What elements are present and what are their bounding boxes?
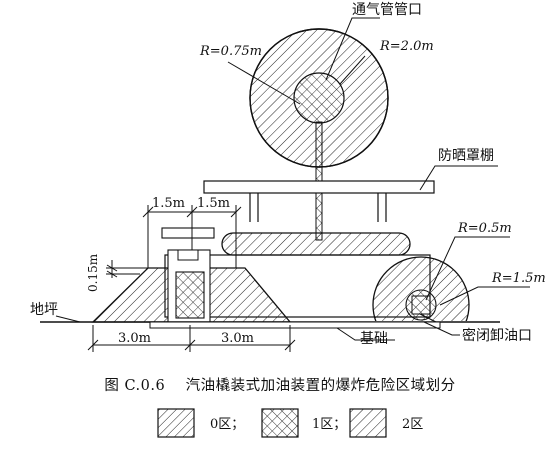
label-r-large: R=1.5m: [491, 271, 546, 286]
label-foundation: 基础: [360, 330, 388, 347]
sunshade-canopy: [203, 180, 435, 222]
figure-caption: 图 C.0.6 汽油橇装式加油装置的爆炸危险区域划分: [0, 374, 560, 395]
label-r-small: R=0.5m: [457, 221, 512, 236]
label-sealed-unload: 密闭卸油口: [462, 327, 532, 344]
foundation-slab: [149, 321, 441, 329]
label-dim-30a: 3.0m: [118, 331, 151, 346]
legend: 0区； 1区； 2区: [157, 408, 423, 438]
label-ground: 地坪: [30, 302, 58, 318]
dispenser-top: [161, 227, 215, 239]
label-dim-15b: 1.5m: [197, 196, 230, 211]
unload-zone-1-circle: [405, 289, 437, 321]
dimension-lines: [87, 205, 296, 352]
legend-zone2: 2区: [402, 417, 423, 432]
figure-number: 图 C.0.6: [104, 378, 166, 394]
legend-swatch-zone0: [157, 408, 195, 438]
legend-swatch-zone1: [261, 408, 299, 438]
leader-lines: [55, 17, 530, 341]
label-r-inner-top: R=0.75m: [199, 44, 262, 59]
legend-zone0: 0区；: [210, 417, 244, 432]
dispenser-display: [177, 249, 199, 261]
label-r-outer-top: R=2.0m: [379, 39, 434, 54]
figure-title: 汽油橇装式加油装置的爆炸危险区域划分: [185, 378, 456, 394]
label-dim-30b: 3.0m: [221, 331, 254, 346]
oil-tank: [221, 232, 411, 256]
label-dim-015: 0.15m: [86, 253, 100, 292]
label-vent-outlet: 通气管管口: [352, 2, 422, 18]
legend-swatch-zone2: [349, 408, 387, 438]
label-dim-15a: 1.5m: [152, 196, 185, 211]
legend-zone1: 1区；: [312, 417, 346, 432]
vent-zone-1-circle: [293, 72, 345, 124]
label-sunshade: 防晒罩棚: [438, 148, 494, 164]
dispenser-zone-1: [175, 271, 205, 319]
